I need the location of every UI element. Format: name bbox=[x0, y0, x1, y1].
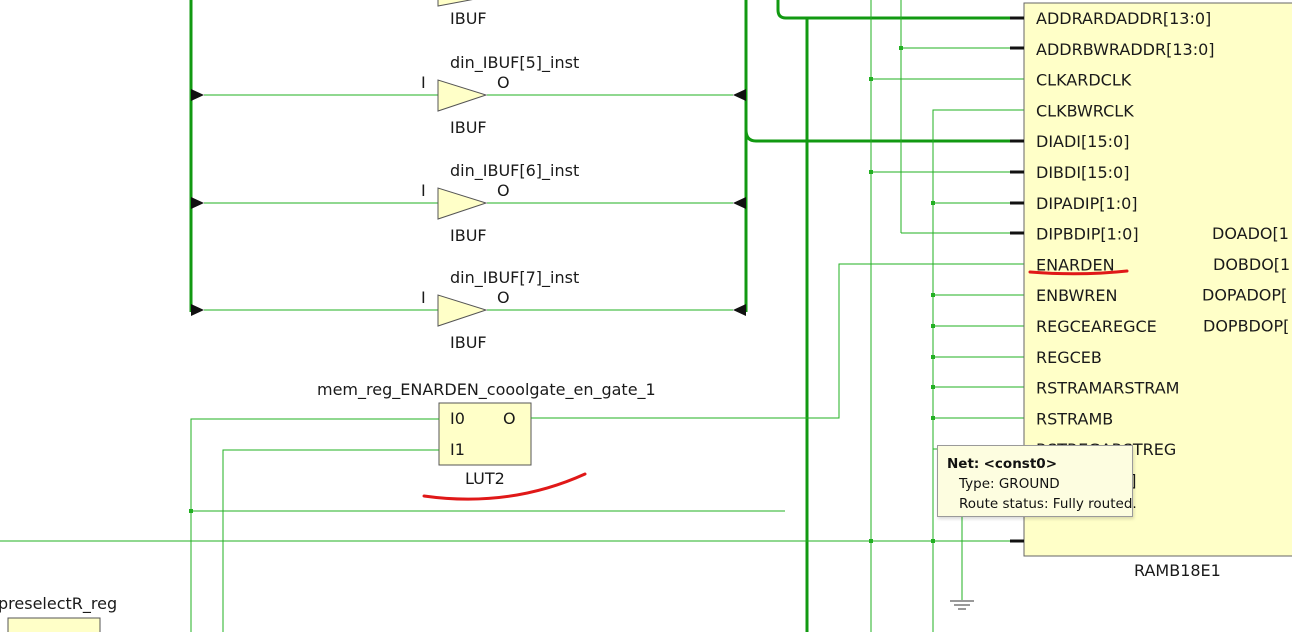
junction-dot bbox=[931, 201, 935, 205]
ram-pin-label: REGCEAREGCE bbox=[1036, 317, 1157, 336]
junction-dot bbox=[931, 416, 935, 420]
buffer-symbol[interactable] bbox=[437, 294, 488, 327]
port-marker bbox=[191, 304, 204, 316]
junction-dot bbox=[931, 539, 935, 543]
junction-dot bbox=[931, 355, 935, 359]
bus-to-addrardaddr[interactable] bbox=[776, 0, 1024, 20]
junction-dot bbox=[869, 170, 873, 174]
buffer-instance-name: din_IBUF[6]_inst bbox=[450, 161, 579, 181]
port-marker bbox=[733, 304, 746, 316]
port-marker bbox=[191, 197, 204, 209]
wire-lut-i1[interactable] bbox=[222, 449, 439, 632]
net-tooltip: Net: <const0> Type: GROUND Route status:… bbox=[937, 445, 1137, 517]
junction-dot bbox=[869, 77, 873, 81]
ram-pin-label: CLKBWRCLK bbox=[1036, 101, 1134, 120]
junction-dot bbox=[931, 324, 935, 328]
ram-pin-label: ENARDEN bbox=[1036, 255, 1115, 274]
buffer-symbol[interactable] bbox=[437, 79, 488, 112]
wire-lut-out-enarden[interactable] bbox=[531, 263, 1024, 419]
lut-pin-i0: I0 bbox=[450, 409, 465, 428]
tooltip-route-status: Route status: Fully routed. bbox=[959, 496, 1137, 512]
wire-lut-i0[interactable] bbox=[190, 418, 439, 632]
ram-output-pin-label: DOPBDOP[ bbox=[1203, 316, 1289, 335]
annotation-underline-lut2 bbox=[422, 472, 587, 501]
junction-dot bbox=[931, 293, 935, 297]
ram-pin-label: RSTRAMB bbox=[1036, 409, 1113, 428]
buffer-output-pin: O bbox=[497, 288, 510, 307]
ram-output-pin-label: DOPADOP[ bbox=[1202, 286, 1287, 305]
buffer-symbol[interactable] bbox=[437, 187, 488, 220]
ram-pin-label: REGCEB bbox=[1036, 348, 1102, 367]
annotation-underline-enarden bbox=[1028, 269, 1129, 276]
partial-cell-label: preselectR_reg bbox=[0, 594, 117, 614]
buffer-instance-name: din_IBUF[7]_inst bbox=[450, 268, 579, 288]
wire[interactable] bbox=[932, 109, 1024, 632]
buffer-type: IBUF bbox=[450, 9, 487, 28]
ground-icon[interactable] bbox=[950, 600, 974, 610]
port-marker bbox=[733, 197, 746, 209]
buffer-instance-name: din_IBUF[5]_inst bbox=[450, 53, 579, 73]
port-marker bbox=[191, 89, 204, 101]
buffer-input-pin: I bbox=[421, 288, 426, 307]
ram-pin-label: ENBWREN bbox=[1036, 286, 1118, 305]
bus-to-diadi[interactable] bbox=[744, 129, 1024, 143]
buffer-output-pin: O bbox=[497, 181, 510, 200]
tooltip-type: Type: GROUND bbox=[959, 476, 1060, 492]
lut-pin-o: O bbox=[503, 409, 516, 428]
lut-pin-i1: I1 bbox=[450, 440, 465, 459]
ram-output-pin-label: DOBDO[1 bbox=[1213, 255, 1290, 274]
lut-instance-name: mem_reg_ENARDEN_cooolgate_en_gate_1 bbox=[317, 380, 656, 400]
ram-pin-label: ADDRARDADDR[13:0] bbox=[1036, 9, 1211, 28]
junction-dot bbox=[899, 46, 903, 50]
partial-cell[interactable] bbox=[7, 617, 101, 632]
ram-pin-label: DIPBDIP[1:0] bbox=[1036, 225, 1139, 244]
tooltip-net-name: <const0> bbox=[983, 456, 1058, 472]
port-marker bbox=[733, 89, 746, 101]
buffer-output-pin: O bbox=[497, 73, 510, 92]
ram-pin-label: DIADI[15:0] bbox=[1036, 132, 1129, 151]
buffer-type: IBUF bbox=[450, 118, 487, 137]
ram-pin-label: CLKARDCLK bbox=[1036, 71, 1132, 90]
lut-type: LUT2 bbox=[465, 469, 505, 488]
lut-cell[interactable] bbox=[438, 402, 532, 466]
ram-pin-label: RSTRAMARSTRAM bbox=[1036, 379, 1179, 398]
ram-pin-label: DIPADIP[1:0] bbox=[1036, 194, 1138, 213]
ram-pin-label: ADDRBWRADDR[13:0] bbox=[1036, 40, 1215, 59]
buffer-input-pin: I bbox=[421, 181, 426, 200]
ram-output-pin-label: DOADO[1 bbox=[1212, 224, 1289, 243]
tooltip-net-label: Net: bbox=[947, 456, 980, 472]
ram-type: RAMB18E1 bbox=[1134, 561, 1221, 580]
buffer-type: IBUF bbox=[450, 333, 487, 352]
ram-pin-label: DIBDI[15:0] bbox=[1036, 163, 1129, 182]
buffer-input-pin: I bbox=[421, 73, 426, 92]
buffer-type: IBUF bbox=[450, 226, 487, 245]
buffer-symbol-top[interactable] bbox=[437, 0, 486, 7]
junction-dot bbox=[931, 385, 935, 389]
ram-pin-stubs bbox=[1010, 16, 1024, 543]
junction-dot bbox=[189, 509, 193, 513]
